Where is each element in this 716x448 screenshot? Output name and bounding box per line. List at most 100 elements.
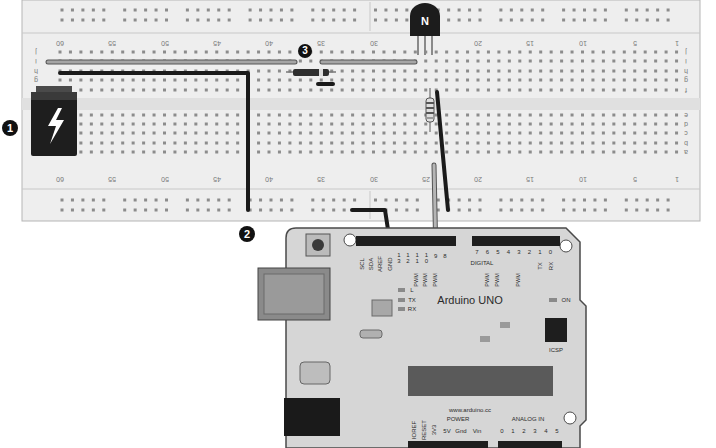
breadboard-hole bbox=[623, 89, 626, 92]
breadboard-hole bbox=[612, 70, 615, 73]
breadboard-hole bbox=[435, 142, 438, 145]
breadboard-hole bbox=[59, 51, 62, 54]
breadboard-hole bbox=[288, 132, 291, 135]
breadboard-hole bbox=[508, 60, 511, 63]
breadboard-hole bbox=[510, 199, 513, 202]
breadboard-hole bbox=[184, 89, 187, 92]
breadboard-hole bbox=[508, 114, 511, 117]
breadboard-hole bbox=[625, 209, 628, 212]
row-letter: f bbox=[685, 87, 687, 94]
breadboard-hole bbox=[424, 142, 427, 145]
breadboard-hole bbox=[612, 142, 615, 145]
breadboard-hole bbox=[184, 151, 187, 154]
breadboard-hole bbox=[278, 89, 281, 92]
breadboard-hole bbox=[163, 142, 166, 145]
breadboard-hole bbox=[194, 79, 197, 82]
breadboard-hole bbox=[477, 60, 480, 63]
breadboard-hole bbox=[393, 132, 396, 135]
breadboard-hole bbox=[100, 132, 103, 135]
breadboard-hole bbox=[351, 70, 354, 73]
breadboard-hole bbox=[612, 60, 615, 63]
breadboard-hole bbox=[351, 151, 354, 154]
column-number: 15 bbox=[526, 176, 534, 183]
breadboard-hole bbox=[173, 114, 176, 117]
breadboard-hole bbox=[153, 114, 156, 117]
breadboard-hole bbox=[320, 151, 323, 154]
reset-button bbox=[306, 234, 330, 256]
breadboard-hole bbox=[134, 9, 137, 12]
breadboard-hole bbox=[362, 70, 365, 73]
breadboard-hole bbox=[675, 142, 678, 145]
callout-number: 3 bbox=[302, 46, 308, 56]
breadboard-hole bbox=[487, 114, 490, 117]
breadboard-hole bbox=[539, 79, 542, 82]
breadboard-hole bbox=[205, 132, 208, 135]
breadboard-hole bbox=[132, 151, 135, 154]
breadboard-hole bbox=[155, 209, 158, 212]
smd-part bbox=[480, 336, 490, 342]
breadboard-hole bbox=[466, 79, 469, 82]
breadboard-hole bbox=[111, 123, 114, 126]
breadboard-hole bbox=[633, 89, 636, 92]
breadboard-hole bbox=[100, 151, 103, 154]
breadboard-hole bbox=[623, 123, 626, 126]
breadboard-hole bbox=[403, 142, 406, 145]
breadboard-hole bbox=[61, 209, 64, 212]
pin-label: Vin bbox=[473, 428, 482, 434]
breadboard-hole bbox=[351, 142, 354, 145]
breadboard-hole bbox=[518, 89, 521, 92]
breadboard-hole bbox=[623, 60, 626, 63]
breadboard-hole bbox=[560, 123, 563, 126]
power-jack bbox=[284, 398, 340, 436]
breadboard-hole bbox=[90, 114, 93, 117]
breadboard-hole bbox=[270, 199, 273, 202]
breadboard-hole bbox=[79, 114, 82, 117]
breadboard-hole bbox=[81, 19, 84, 22]
breadboard-hole bbox=[497, 151, 500, 154]
breadboard-hole bbox=[132, 89, 135, 92]
breadboard-hole bbox=[196, 209, 199, 212]
breadboard-hole bbox=[633, 142, 636, 145]
piezo-top bbox=[31, 92, 77, 100]
breadboard-hole bbox=[372, 89, 375, 92]
breadboard-hole bbox=[414, 89, 417, 92]
column-number: 35 bbox=[317, 40, 325, 47]
row-letter: h bbox=[684, 68, 688, 75]
breadboard-hole bbox=[654, 114, 657, 117]
breadboard-hole bbox=[581, 79, 584, 82]
breadboard-hole bbox=[456, 70, 459, 73]
mounting-hole bbox=[344, 234, 356, 246]
breadboard-hole bbox=[583, 199, 586, 202]
breadboard-hole bbox=[604, 209, 607, 212]
breadboard-hole bbox=[372, 123, 375, 126]
breadboard-hole bbox=[362, 132, 365, 135]
breadboard-hole bbox=[194, 89, 197, 92]
resistor-body bbox=[426, 98, 434, 122]
breadboard-hole bbox=[665, 70, 668, 73]
breadboard-hole bbox=[372, 51, 375, 54]
breadboard-hole bbox=[236, 151, 239, 154]
breadboard-hole bbox=[602, 60, 605, 63]
breadboard-hole bbox=[529, 132, 532, 135]
breadboard-hole bbox=[435, 123, 438, 126]
breadboard-hole bbox=[612, 79, 615, 82]
breadboard-hole bbox=[278, 79, 281, 82]
breadboard-hole bbox=[257, 89, 260, 92]
breadboard-hole bbox=[573, 9, 576, 12]
breadboard-hole bbox=[311, 199, 314, 202]
breadboard-hole bbox=[497, 60, 500, 63]
breadboard-hole bbox=[79, 79, 82, 82]
breadboard-hole bbox=[654, 79, 657, 82]
breadboard-hole bbox=[623, 142, 626, 145]
pin-number: 0 bbox=[549, 249, 552, 255]
breadboard-hole bbox=[186, 9, 189, 12]
breadboard-hole bbox=[163, 79, 166, 82]
rail-divider bbox=[22, 33, 700, 34]
breadboard-hole bbox=[299, 114, 302, 117]
breadboard-hole bbox=[184, 79, 187, 82]
breadboard-hole bbox=[92, 199, 95, 202]
breadboard-hole bbox=[456, 151, 459, 154]
breadboard-hole bbox=[560, 132, 563, 135]
breadboard-hole bbox=[414, 123, 417, 126]
breadboard-hole bbox=[497, 89, 500, 92]
